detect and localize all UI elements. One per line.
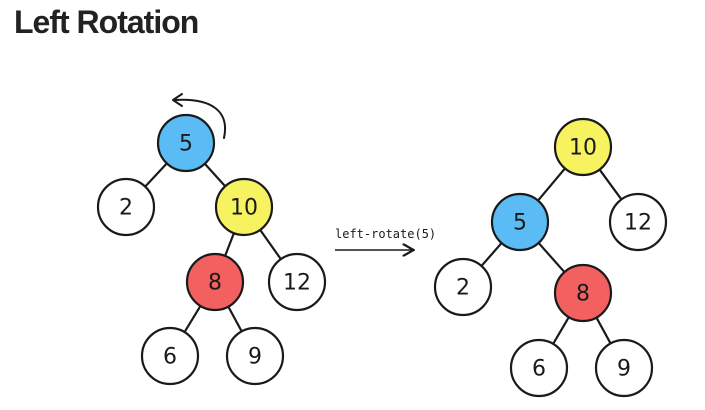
- rotation-arrow-icon: [174, 98, 227, 139]
- before-edge-10-12: [259, 228, 282, 261]
- node-circle: [267, 252, 327, 312]
- after-edge-10-5: [536, 167, 567, 202]
- operation-label: left-rotate(5): [335, 227, 436, 241]
- node-circle: [214, 177, 274, 237]
- after-edge-10-12: [598, 168, 623, 201]
- node-circle: [156, 113, 216, 173]
- node-label: 9: [248, 345, 262, 370]
- after-edge-8-9: [595, 316, 612, 345]
- node-label: 8: [208, 271, 222, 296]
- node-circle: [509, 338, 569, 398]
- after-edges: [480, 167, 623, 345]
- before-edge-5-2: [144, 162, 168, 188]
- node-label: 10: [230, 196, 258, 221]
- node-circle: [185, 252, 245, 312]
- after-node-6: 6: [509, 338, 569, 398]
- node-circle: [140, 326, 200, 386]
- node-label: 2: [456, 276, 470, 301]
- before-nodes: 5 2 10 8 12 6 9: [96, 113, 327, 386]
- node-circle: [553, 263, 613, 323]
- before-edge-8-9: [227, 305, 243, 333]
- node-circle: [608, 192, 668, 252]
- node-circle: [96, 177, 156, 237]
- after-edge-8-6: [552, 316, 570, 345]
- node-label: 10: [569, 136, 597, 161]
- after-node-12: 12: [608, 192, 668, 252]
- node-circle: [553, 117, 613, 177]
- after-node-2: 2: [433, 257, 493, 317]
- node-label: 2: [119, 196, 133, 221]
- after-node-8: 8: [553, 263, 613, 323]
- before-node-9: 9: [225, 326, 285, 386]
- before-node-6: 6: [140, 326, 200, 386]
- after-tree: 10 5 12 2 8 6 9: [433, 117, 668, 398]
- before-edges: [144, 162, 282, 334]
- node-circle: [225, 326, 285, 386]
- node-label: 9: [617, 357, 631, 382]
- after-node-9: 9: [594, 338, 654, 398]
- after-node-10: 10: [553, 117, 613, 177]
- node-circle: [433, 257, 493, 317]
- node-circle: [594, 338, 654, 398]
- before-node-2: 2: [96, 177, 156, 237]
- before-tree: 5 2 10 8 12 6 9: [96, 113, 327, 386]
- before-node-10: 10: [214, 177, 274, 237]
- after-nodes: 10 5 12 2 8 6 9: [433, 117, 668, 398]
- after-edge-5-2: [480, 241, 503, 268]
- before-node-5: 5: [156, 113, 216, 173]
- node-label: 5: [179, 132, 193, 157]
- before-edge-8-6: [183, 304, 202, 334]
- node-label: 12: [624, 211, 652, 236]
- node-circle: [490, 192, 550, 252]
- page-title: Left Rotation: [14, 4, 199, 40]
- node-label: 6: [163, 345, 177, 370]
- before-node-8: 8: [185, 252, 245, 312]
- before-node-12: 12: [267, 252, 327, 312]
- node-label: 8: [576, 282, 590, 307]
- node-label: 12: [283, 271, 311, 296]
- node-label: 5: [513, 211, 527, 236]
- after-edge-5-8: [537, 241, 566, 274]
- operation-arrow: left-rotate(5): [335, 227, 436, 250]
- before-edge-5-10: [203, 162, 227, 188]
- rotation-arrowhead-icon: [172, 93, 183, 107]
- before-edge-10-8: [223, 232, 236, 257]
- node-label: 6: [532, 357, 546, 382]
- after-node-5: 5: [490, 192, 550, 252]
